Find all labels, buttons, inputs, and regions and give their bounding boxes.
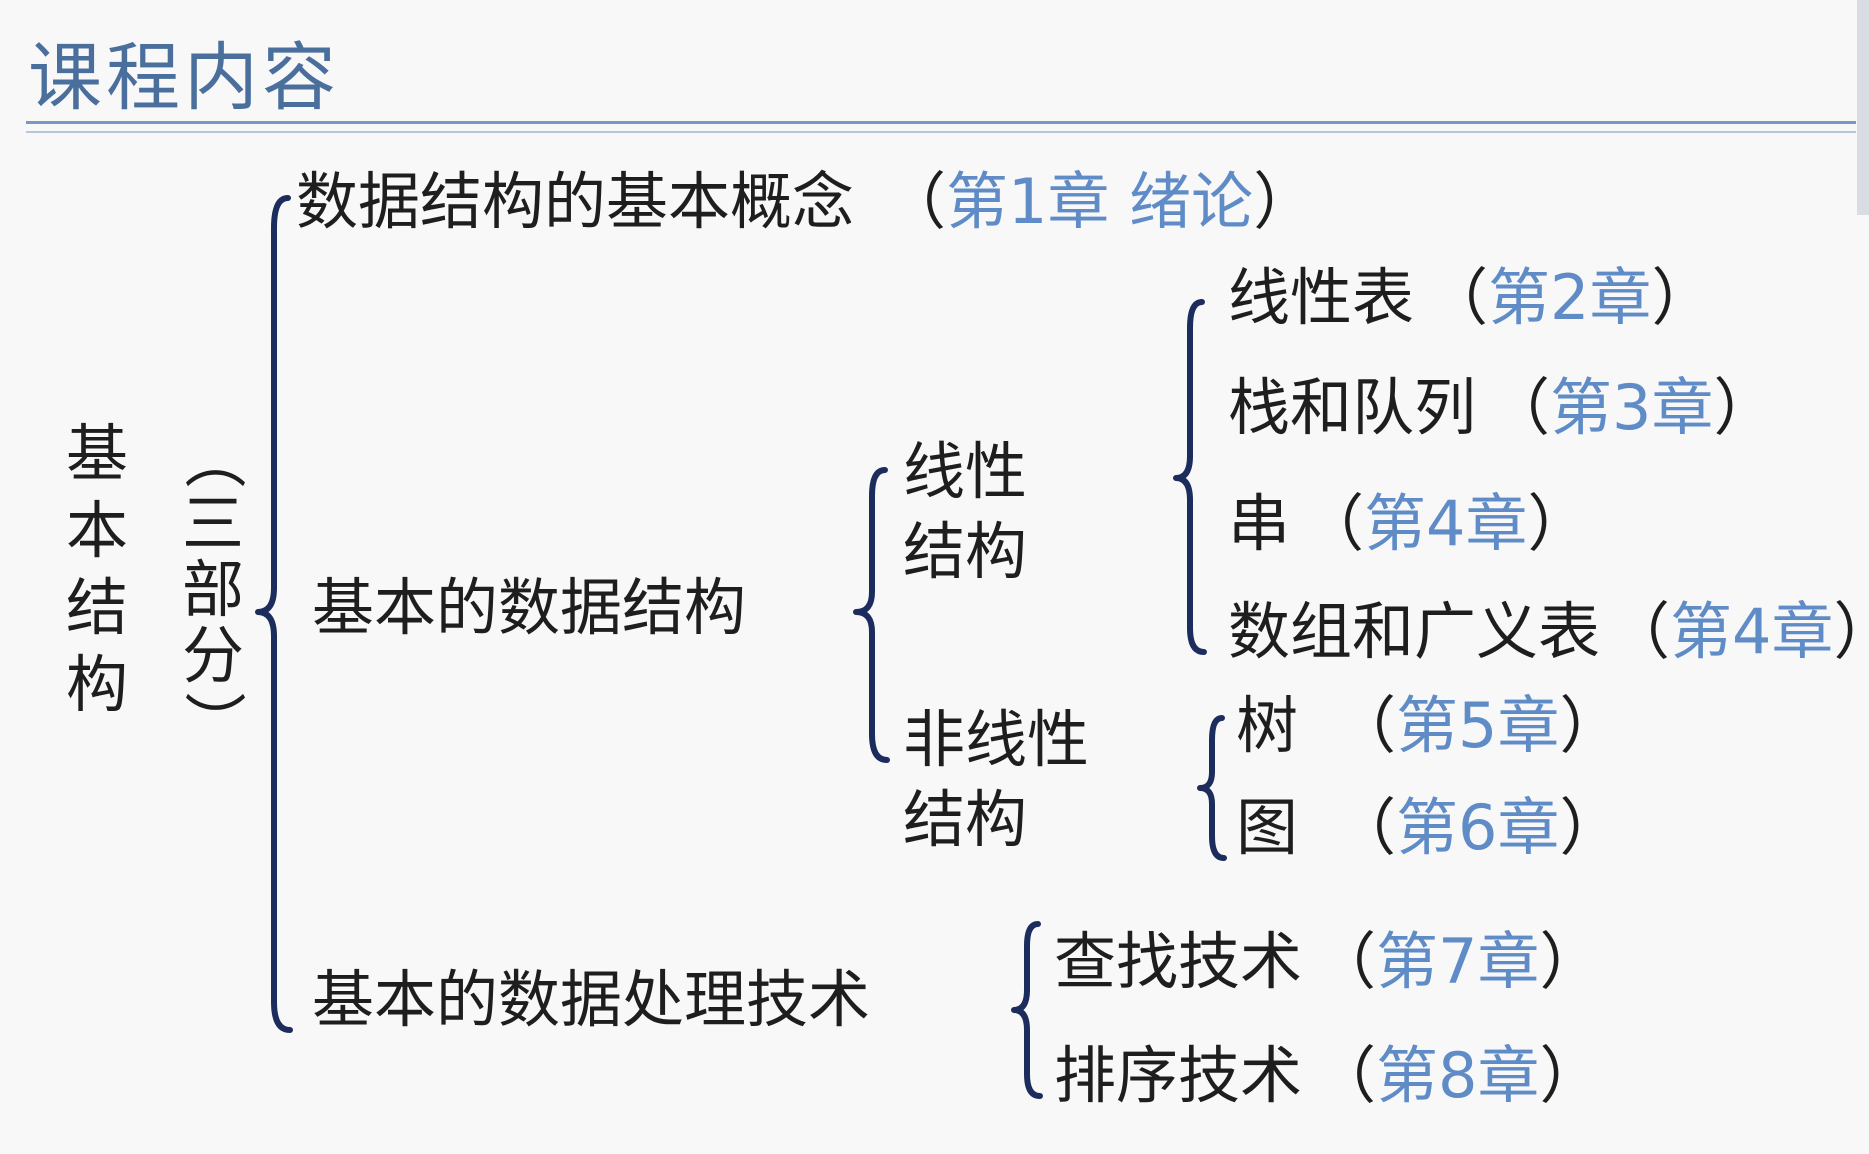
chapter-ref: 第3章 xyxy=(1550,371,1714,444)
brace-root xyxy=(255,195,293,1033)
vertical-char: 分 xyxy=(181,619,244,692)
brace-structures xyxy=(853,467,890,763)
chapter-ref: 第6章 xyxy=(1396,791,1560,864)
chapter-ref: 第1章 绪论 xyxy=(946,165,1254,238)
part-structures: 基本的数据结构 xyxy=(312,571,747,644)
chapter-ref: 第4章 xyxy=(1364,487,1528,560)
vertical-char: 基 xyxy=(65,417,128,490)
chapter-ref: 第7章 xyxy=(1376,925,1540,998)
chapter-ref: 第4章 xyxy=(1670,595,1834,668)
part-processing: 基本的数据处理技术 xyxy=(312,963,871,1036)
part-concepts: 数据结构的基本概念（第1章 绪论） xyxy=(296,165,1316,238)
page-title: 课程内容 xyxy=(28,35,340,121)
vertical-char: ） xyxy=(177,690,250,753)
part-concepts-label: 数据结构的基本概念 xyxy=(296,165,855,238)
chapter-ref: 第8章 xyxy=(1376,1039,1540,1112)
vertical-char: 构 xyxy=(65,648,128,721)
nonlinear-item: 树（第5章） xyxy=(1236,689,1622,762)
vertical-char: 部 xyxy=(181,553,244,626)
linear-structure-label: 线性 结构 xyxy=(903,435,1028,588)
nonlinear-structure-label: 非线性 结构 xyxy=(903,703,1090,856)
vertical-char: （ xyxy=(177,426,250,489)
title-underline xyxy=(26,121,1856,124)
scroll-strip xyxy=(1857,0,1869,215)
brace-nonlinear xyxy=(1197,715,1227,861)
chapter-ref: 第2章 xyxy=(1488,261,1652,334)
brace-linear xyxy=(1173,299,1207,655)
root-label: 基本结构 xyxy=(62,415,132,723)
vertical-char: 三 xyxy=(181,487,244,560)
linear-item: 栈和队列（第3章） xyxy=(1228,371,1776,444)
vertical-char: 本 xyxy=(65,494,128,567)
nonlinear-item: 图（第6章） xyxy=(1236,791,1622,864)
technique-item: 排序技术（第8章） xyxy=(1054,1039,1602,1112)
linear-item: 串（第4章） xyxy=(1228,487,1590,560)
technique-item: 查找技术（第7章） xyxy=(1054,925,1602,998)
title-underline-light xyxy=(26,131,1856,133)
brace-techniques xyxy=(1011,921,1043,1099)
chapter-ref: 第5章 xyxy=(1396,689,1560,762)
linear-item: 数组和广义表（第4章） xyxy=(1228,595,1869,668)
root-note: （三部分） xyxy=(177,425,250,755)
vertical-char: 结 xyxy=(65,571,128,644)
linear-item: 线性表（第2章） xyxy=(1228,261,1714,334)
